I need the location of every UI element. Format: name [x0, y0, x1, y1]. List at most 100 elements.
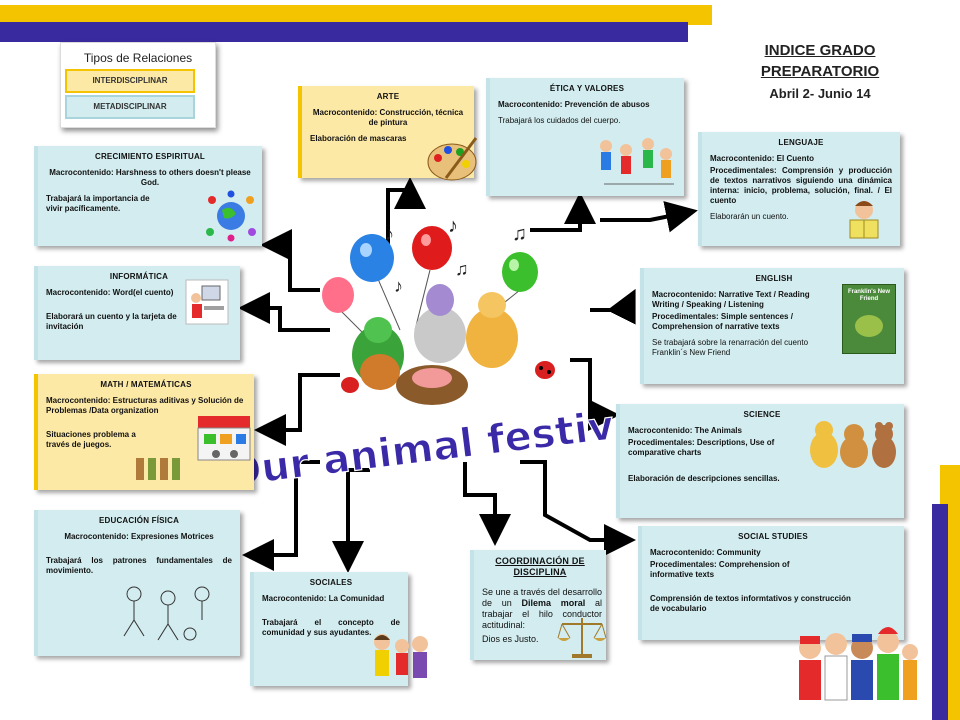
arte-macrocontent: Macrocontenido: Construcción, técnica de… [312, 108, 464, 127]
supermarket-icon [197, 416, 251, 461]
coordinacion-text-c: al trabajar el hilo conductor actitudina… [482, 597, 602, 631]
world-children-icon [206, 190, 256, 242]
box-sociales: SOCIALES Macrocontenido: La Comunidad Tr… [250, 572, 428, 686]
math-activity: Situaciones problema a través de juegos. [46, 430, 136, 449]
science-procedimentales: Procedimentales: Descriptions, Use of co… [628, 438, 775, 457]
arrow-lenguaje [600, 201, 698, 233]
top-bar-purple [0, 22, 688, 42]
science-activity: Elaboración de descripciones sencillas. [628, 474, 780, 483]
family-icon [374, 634, 428, 678]
box-arte: ARTE Macrocontenido: Construcción, técni… [298, 86, 478, 181]
etica-macrocontent: Macrocontenido: Prevención de abusos [498, 100, 650, 109]
arte-title: ARTE [376, 92, 400, 101]
box-english: ENGLISH Macrocontenido: Narrative Text /… [640, 268, 904, 384]
box-social-studies: SOCIAL STUDIES Macrocontenido: Community… [638, 526, 904, 640]
animals-illustration [341, 284, 555, 405]
top-bar-yellow [0, 5, 712, 25]
box-lenguaje: LENGUAJE Macrocontenido: El Cuento Proce… [698, 132, 900, 246]
justice-scale-icon [557, 618, 607, 658]
child-reading-icon [849, 201, 879, 239]
sociales-title: SOCIALES [309, 578, 353, 587]
coordinacion-value: Dios es Justo. [482, 633, 539, 644]
coordinacion-text: Se une a través del desarrollo de un Dil… [482, 587, 602, 632]
children-playing-icon [600, 138, 674, 185]
educacion-activity: Trabajará los patrones fundamentales de … [46, 556, 232, 575]
arrow-arte [386, 177, 426, 250]
lenguaje-macrocontent: Macrocontenido: El Cuento [710, 154, 814, 163]
social-studies-activity: Comprensión de textos informtativos y co… [650, 594, 851, 613]
social-studies-title: SOCIAL STUDIES [738, 532, 808, 541]
kids-sports-icon [123, 586, 210, 641]
title-line-1: INDICE GRADO [764, 42, 876, 59]
svg-text:♫: ♫ [455, 259, 469, 279]
svg-text:♪: ♪ [448, 215, 458, 237]
title-line-2: PREPARATORIO [760, 63, 880, 80]
box-crecimiento: CRECIMIENTO ESPIRITUAL Macrocontenido: H… [34, 146, 262, 246]
festival-title: Our animal festival [225, 398, 657, 496]
science-macrocontent: Macrocontenido: The Animals [628, 426, 742, 435]
sociales-activity: Trabajará el concepto de comunidad y sus… [262, 618, 400, 637]
crecimiento-title: CRECIMIENTO ESPIRITUAL [94, 152, 206, 161]
etica-title: ÉTICA Y VALORES [549, 84, 625, 93]
arte-activity: Elaboración de mascaras [310, 134, 407, 143]
crecimiento-activity: Trabajará la importancia de vivir pacífi… [46, 194, 150, 213]
arrow-science [570, 358, 620, 431]
math-title: MATH / MATEMÁTICAS [100, 380, 192, 389]
informatica-macrocontent: Macrocontenido: Word(el cuento) [46, 288, 174, 297]
crecimiento-macrocontent: Macrocontenido: Harshness to others does… [49, 168, 251, 187]
legend-metadisciplinar: METADISCIPLINAR [65, 95, 195, 119]
math-figures-icon [136, 458, 180, 480]
svg-text:♪: ♪ [385, 224, 394, 244]
lenguaje-title: LENGUAJE [778, 138, 824, 147]
science-title: SCIENCE [743, 410, 781, 419]
box-informatica: INFORMÁTICA Macrocontenido: Word(el cuen… [34, 266, 240, 360]
arrow-etica [530, 192, 596, 232]
math-macrocontent: Macrocontenido: Estructuras aditivas y S… [46, 396, 244, 415]
legend-interdisciplinar: INTERDISCIPLINAR [65, 69, 195, 93]
computer-user-icon [185, 279, 229, 325]
informatica-activity: Elaborará un cuento y la tarjeta de invi… [46, 312, 177, 331]
english-procedimentales: Procedimentales: Simple sentences / Comp… [652, 312, 793, 331]
arrow-math [254, 373, 340, 446]
arrow-educacion [242, 460, 320, 571]
coordinacion-dilema: Dilema moral [521, 597, 586, 608]
box-etica: ÉTICA Y VALORES Macrocontenido: Prevenci… [486, 78, 684, 196]
box-coordinacion: COORDINACIÓN DE DISCIPLINA Se une a trav… [470, 550, 607, 660]
informatica-title: INFORMÁTICA [109, 272, 169, 281]
educacion-macrocontent: Macrocontenido: Expresiones Motrices [64, 532, 214, 541]
social-studies-macrocontent: Macrocontenido: Community [650, 548, 761, 557]
paint-palette-icon [427, 137, 478, 181]
etica-activity: Trabajará los cuidados del cuerpo. [498, 116, 621, 125]
arrow-crecimiento [260, 229, 320, 292]
community-helpers-icon [799, 627, 918, 701]
franklin-book-title: Franklin's New Friend [847, 289, 891, 302]
right-bar-purple [932, 504, 948, 720]
english-activity: Se trabajará sobre la renarración del cu… [652, 338, 809, 357]
relations-legend: Tipos de Relaciones INTERDISCIPLINAR MET… [60, 42, 216, 128]
arrow-english [590, 288, 636, 325]
lenguaje-activity: Elaborarán un cuento. [710, 212, 789, 221]
page-title: INDICE GRADO PREPARATORIO Abril 2- Junio… [740, 42, 900, 101]
svg-text:♫: ♫ [512, 223, 527, 245]
legend-title: Tipos de Relaciones [83, 51, 193, 65]
lenguaje-procedimentales: Procedimentales: Comprensión y producció… [710, 166, 892, 205]
franklin-book-icon: Franklin's New Friend [842, 284, 896, 354]
balloons-illustration: ♪ ♫ ♪ ♫ ♪ [322, 215, 538, 341]
arrow-coordinacion [463, 462, 511, 546]
english-title: ENGLISH [755, 274, 793, 283]
box-science: SCIENCE Macrocontenido: The Animals Proc… [616, 404, 904, 518]
arrow-informatica [238, 292, 330, 332]
svg-text:♪: ♪ [394, 276, 403, 296]
coordinacion-title: COORDINACIÓN DE DISCIPLINA [495, 556, 585, 578]
arrow-social-studies [520, 460, 636, 556]
sociales-macrocontent: Macrocontenido: La Comunidad [262, 594, 385, 603]
title-dates: Abril 2- Junio 14 [769, 86, 871, 101]
educacion-title: EDUCACIÓN FÍSICA [98, 516, 180, 525]
box-math: MATH / MATEMÁTICAS Macrocontenido: Estru… [34, 374, 254, 490]
english-macrocontent: Macrocontenido: Narrative Text / Reading… [652, 290, 810, 309]
social-studies-procedimentales: Procedimentales: Comprehension of inform… [650, 560, 790, 579]
box-educacion: EDUCACIÓN FÍSICA Macrocontenido: Expresi… [34, 510, 240, 656]
coordinacion-text-a: Se une a través del desarrollo de un [482, 586, 602, 608]
arrow-sociales [332, 468, 370, 573]
